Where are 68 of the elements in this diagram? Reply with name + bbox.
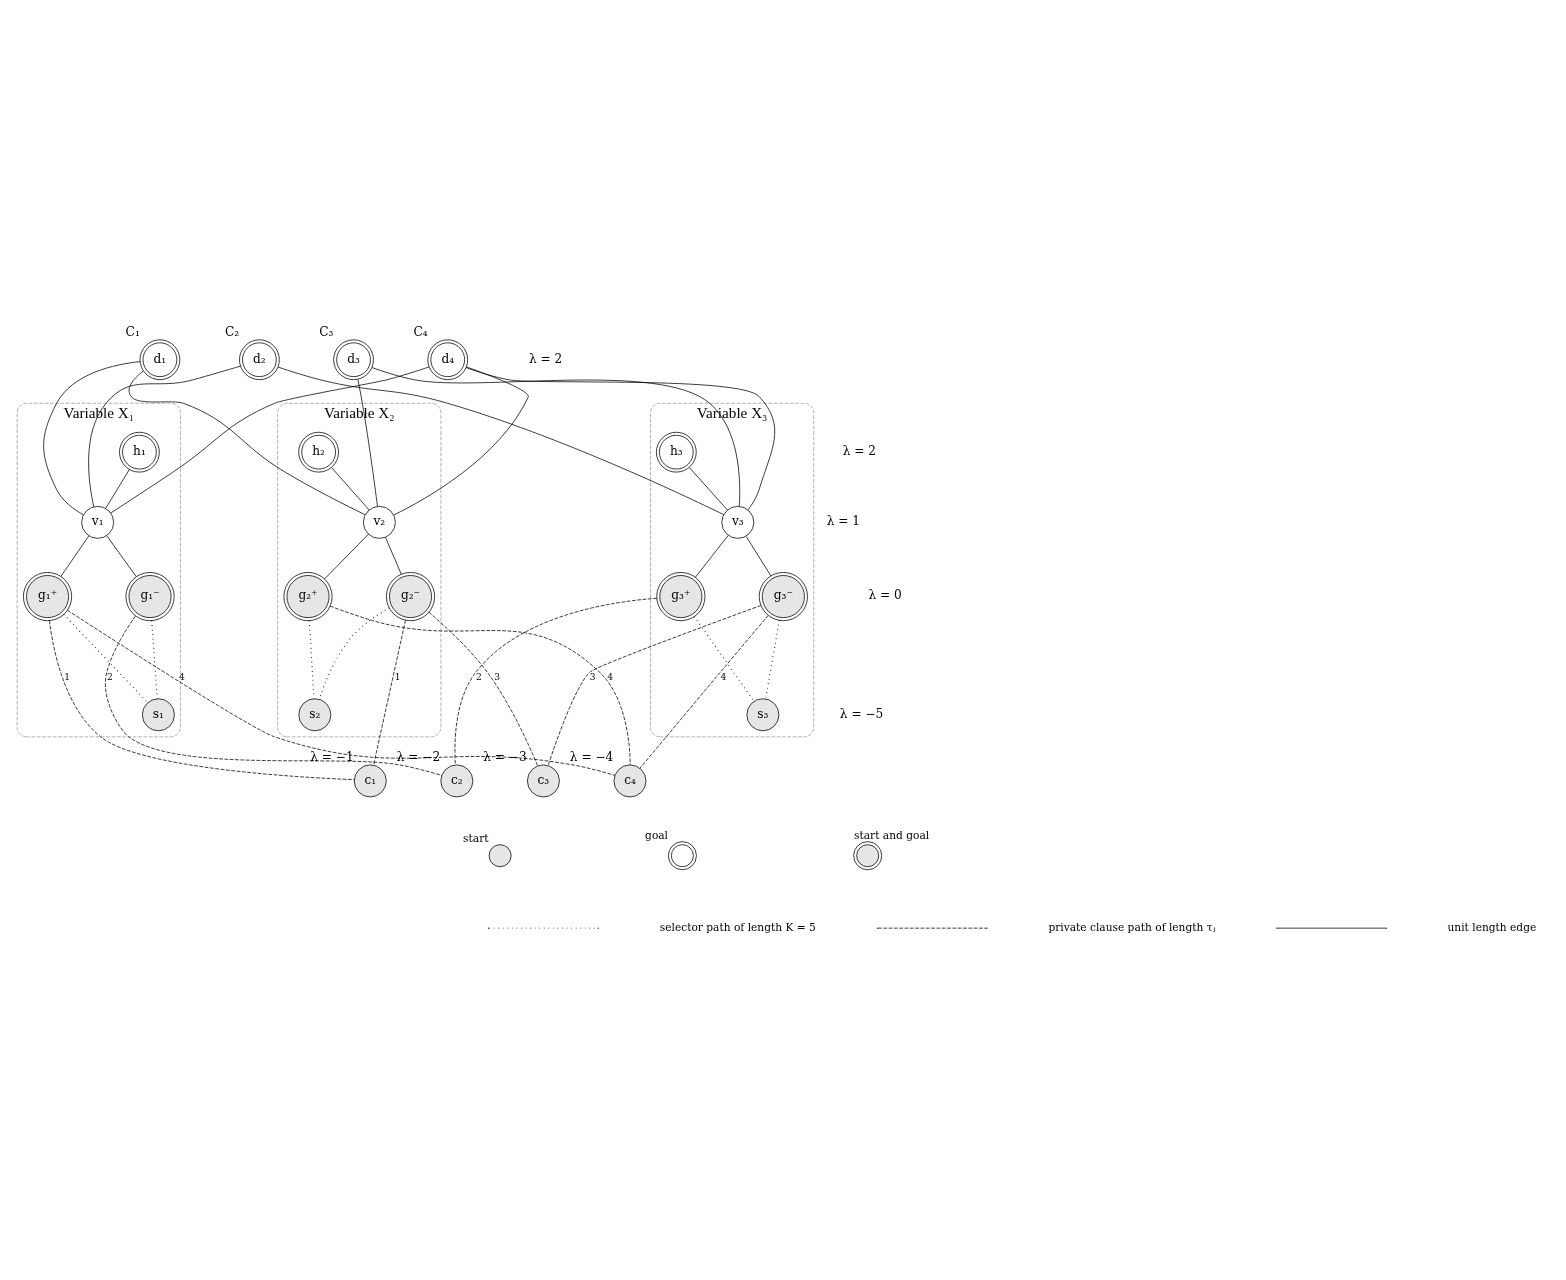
connector <box>110 366 430 514</box>
connector <box>60 535 90 577</box>
connector <box>745 536 772 577</box>
edge-label: 1 <box>64 671 71 682</box>
edge-label: 3 <box>494 671 500 682</box>
connector <box>43 361 141 516</box>
edge-label: 4 <box>720 671 727 682</box>
connector <box>547 605 762 766</box>
connector <box>639 615 769 769</box>
connector <box>465 367 776 511</box>
legend-label: unit length edge <box>1447 920 1537 934</box>
legend-label: goal <box>645 828 669 842</box>
node-circle: c₂ <box>440 764 474 798</box>
connector <box>105 615 443 776</box>
edge-label: 4 <box>607 671 614 682</box>
node-circle: v₃ <box>721 505 755 539</box>
connector <box>454 597 658 766</box>
label: λ = 2 <box>842 444 876 459</box>
connector <box>88 365 241 508</box>
node-circle: s₃ <box>746 698 780 732</box>
legend-label: selector path of length K = 5 <box>659 920 816 934</box>
label: λ = −5 <box>839 706 884 721</box>
edge-label: 3 <box>589 671 596 682</box>
edge-label: 2 <box>475 671 482 682</box>
connector <box>693 616 755 702</box>
connector <box>128 370 366 516</box>
node-label: C₄ <box>413 324 428 339</box>
node-label: λ = −1 <box>310 749 354 764</box>
connector <box>151 620 158 700</box>
node-label: C₂ <box>225 324 240 339</box>
connector <box>357 379 378 507</box>
connector <box>371 367 741 507</box>
connector <box>105 469 130 509</box>
connector <box>688 467 728 511</box>
edge-label: 4 <box>179 671 185 682</box>
node-circle: c₄ <box>613 764 647 798</box>
connector <box>393 366 529 516</box>
connector <box>428 611 538 767</box>
connector <box>49 620 355 780</box>
node-label: C₁ <box>125 324 140 339</box>
node-circle: v₂ <box>362 505 396 539</box>
node-circle: c₁ <box>353 764 387 798</box>
connector <box>373 619 406 766</box>
node-circle: s₂ <box>298 698 332 732</box>
node-label: λ = −4 <box>569 749 614 764</box>
connector <box>385 537 402 575</box>
connector <box>764 619 780 700</box>
label: λ = 0 <box>868 588 902 603</box>
connector <box>331 467 370 511</box>
node-label: C₃ <box>319 324 334 339</box>
connector <box>67 609 616 776</box>
legend-label: private clause path of length τⱼ <box>1048 920 1216 934</box>
connector <box>329 605 631 766</box>
connector <box>277 366 725 515</box>
edge-label: 1 <box>394 671 401 682</box>
legend-label: start and goal <box>854 828 930 842</box>
connector <box>324 533 369 580</box>
node-label: λ = −2 <box>396 749 441 764</box>
edge-label: 2 <box>106 671 113 682</box>
label: λ = 1 <box>826 514 861 529</box>
connector <box>308 620 315 700</box>
legend-label: start <box>463 831 489 845</box>
node-circle: s₁ <box>142 698 175 732</box>
node-circle: c₃ <box>527 764 560 798</box>
connector <box>106 535 137 578</box>
label: λ = 2 <box>529 351 563 366</box>
connector <box>695 535 729 578</box>
node-circle: v₁ <box>81 505 115 539</box>
